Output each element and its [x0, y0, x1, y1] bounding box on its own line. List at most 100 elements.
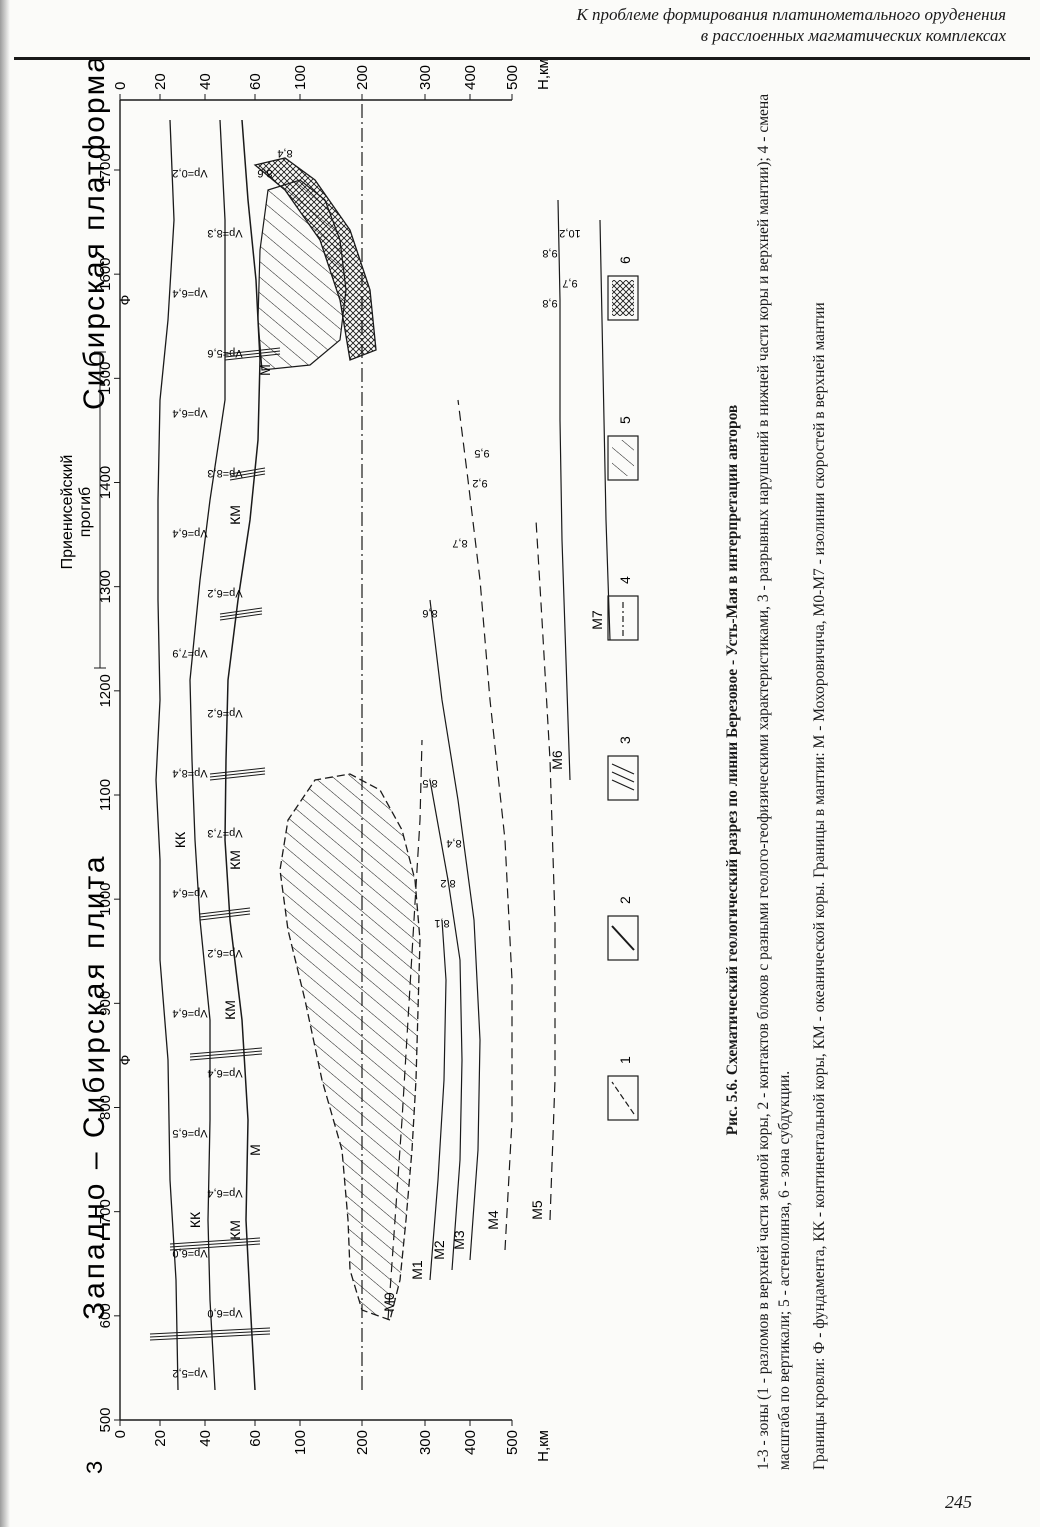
legend-swatch-3: [607, 755, 639, 801]
velocity-label: Vр=6,5: [172, 1127, 207, 1139]
legend-item-number: 3: [617, 736, 633, 744]
isoline-value-label: 9,2: [472, 477, 487, 489]
depth-tick-label-left: 500: [504, 1430, 521, 1455]
isoline-value-label: 9,5: [474, 447, 489, 459]
moho-boundary: [224, 119, 261, 1391]
mantle-boundary-label: М1: [409, 1260, 425, 1280]
mantle-boundary-m4: [457, 399, 513, 1251]
fault-zone-line: [189, 1047, 263, 1055]
legend-astenolens-sample: [612, 440, 634, 476]
region-east-title: Сибирская платформа: [78, 60, 111, 410]
depth-axis-label-right: Н,км: [535, 60, 552, 90]
legend-swatch-6: [607, 275, 639, 321]
distance-tick-label: 1000: [97, 882, 114, 915]
trough-label-1: Приенисейский: [59, 455, 76, 570]
velocity-label: Vр=0,2: [172, 167, 207, 179]
legend-fault-sample: [611, 1081, 635, 1115]
isoline-value-label: 9,8: [542, 297, 557, 309]
depth-axis-label-left: Н,км: [535, 1430, 552, 1462]
isoline-value-label: 8,1: [434, 917, 449, 929]
velocity-label: Vр=6,4: [172, 527, 207, 539]
direction-label: З: [82, 1461, 107, 1474]
foundation-boundary: [155, 119, 179, 1391]
legend-rupture-sample: [611, 763, 635, 775]
velocity-label: Vр=6,2: [207, 707, 242, 719]
depth-tick-label-left: 60: [247, 1430, 264, 1447]
caption-legend-boundaries: Границы кровли: Ф - фундамента, КК - кон…: [811, 302, 828, 1470]
fault-zone-line: [199, 907, 251, 915]
isoline-value-label: 8,2: [440, 877, 455, 889]
velocity-label: Vр=6,4: [207, 1067, 242, 1079]
isoline-value-label: 10,2: [559, 227, 580, 239]
depth-tick-label-left: 300: [417, 1430, 434, 1455]
depth-tick-label-right: 200: [354, 65, 371, 90]
fault-zone-line: [229, 473, 266, 481]
distance-tick-label: 1500: [97, 362, 114, 395]
velocity-label: Vр=5,6: [207, 347, 242, 359]
spine-shadow: [0, 0, 10, 1527]
fault-zone-line: [189, 1053, 263, 1061]
legend-rupture-sample: [611, 779, 635, 791]
velocity-label: Vр=6,4: [172, 407, 207, 419]
caption-legend-zones: 1-3 - зоны (1 - разломов в верхней части…: [755, 93, 793, 1470]
velocity-label: Vр=7,9: [172, 647, 207, 659]
velocity-label: Vр=8,3: [207, 467, 242, 479]
figure-caption: Рис. 5.6. Схематический геологический ра…: [722, 70, 844, 1470]
distance-tick-label: 1200: [97, 674, 114, 707]
distance-tick-label: 500: [97, 1407, 114, 1432]
legend-subduction-sample: [612, 280, 634, 316]
legend-swatch-2: [607, 915, 639, 961]
depth-tick-label-right: 300: [417, 65, 434, 90]
fault-zone-line: [224, 347, 281, 355]
continental-crust-label: КК: [187, 1211, 203, 1228]
fault-zone-line: [229, 467, 266, 475]
geological-section-figure: З Западно – Сибирская плита Приенисейски…: [50, 60, 670, 1480]
mantle-boundary-label: М0: [381, 1292, 397, 1312]
depth-tick-label-left: 400: [462, 1430, 479, 1455]
depth-tick-label-left: 100: [292, 1430, 309, 1455]
oceanic-crust-label: КМ: [227, 850, 243, 870]
distance-tick-label: 600: [97, 1303, 114, 1328]
legend-contact-sample: [611, 925, 635, 951]
isoline-value-label: 9,8: [542, 247, 557, 259]
mantle-boundary-label: М2: [431, 1240, 447, 1260]
fault-zone-line: [219, 607, 263, 615]
fault-zone-line: [149, 1330, 271, 1338]
fault-zone-line: [169, 1237, 261, 1245]
velocity-label: Vр=6,4: [172, 887, 207, 899]
depth-tick-label-right: 0: [112, 82, 129, 90]
oceanic-crust-label: КМ: [227, 1220, 243, 1240]
distance-tick-label: 900: [97, 991, 114, 1016]
legend-swatch-1: [607, 1075, 639, 1121]
distance-tick-label: 700: [97, 1199, 114, 1224]
trough-label-2: прогиб: [77, 487, 94, 537]
mantle-boundary-label: М6: [549, 750, 565, 770]
depth-tick-label-left: 20: [152, 1430, 169, 1447]
fault-zone-line: [209, 770, 266, 778]
distance-tick-label: 800: [97, 1095, 114, 1120]
depth-tick-label-right: 500: [504, 65, 521, 90]
mantle-boundary-m1: [429, 919, 447, 1281]
legend-swatch-5: [607, 435, 639, 481]
velocity-label: Vр=6,0: [172, 1247, 207, 1259]
depth-tick-label-right: 20: [152, 73, 169, 90]
depth-tick-label-right: 100: [292, 65, 309, 90]
oceanic-crust-label: КМ: [227, 505, 243, 525]
isoline-value-label: 8,5: [422, 777, 437, 789]
mantle-boundary-label: М5: [529, 1200, 545, 1220]
fault-zone-line: [224, 353, 281, 361]
legend-item-number: 6: [617, 256, 633, 264]
legend-item-number: 2: [617, 896, 633, 904]
depth-tick-label-right: 400: [462, 65, 479, 90]
running-header-line-1: К проблеме формирования платинометальног…: [576, 5, 1006, 24]
fault-zone-line: [149, 1327, 271, 1335]
velocity-label: Vр=6,4: [172, 287, 207, 299]
mantle-boundary-m7: [599, 219, 611, 641]
depth-tick-label-left: 40: [197, 1430, 214, 1447]
mantle-boundary-label: М3: [451, 1230, 467, 1250]
continental-crust-boundary: [189, 119, 226, 1391]
moho-label: М: [247, 1144, 263, 1156]
running-header: К проблеме формирования платинометальног…: [366, 4, 1006, 46]
velocity-label: Vр=8,3: [207, 227, 242, 239]
distance-tick-label: 1700: [97, 153, 114, 186]
